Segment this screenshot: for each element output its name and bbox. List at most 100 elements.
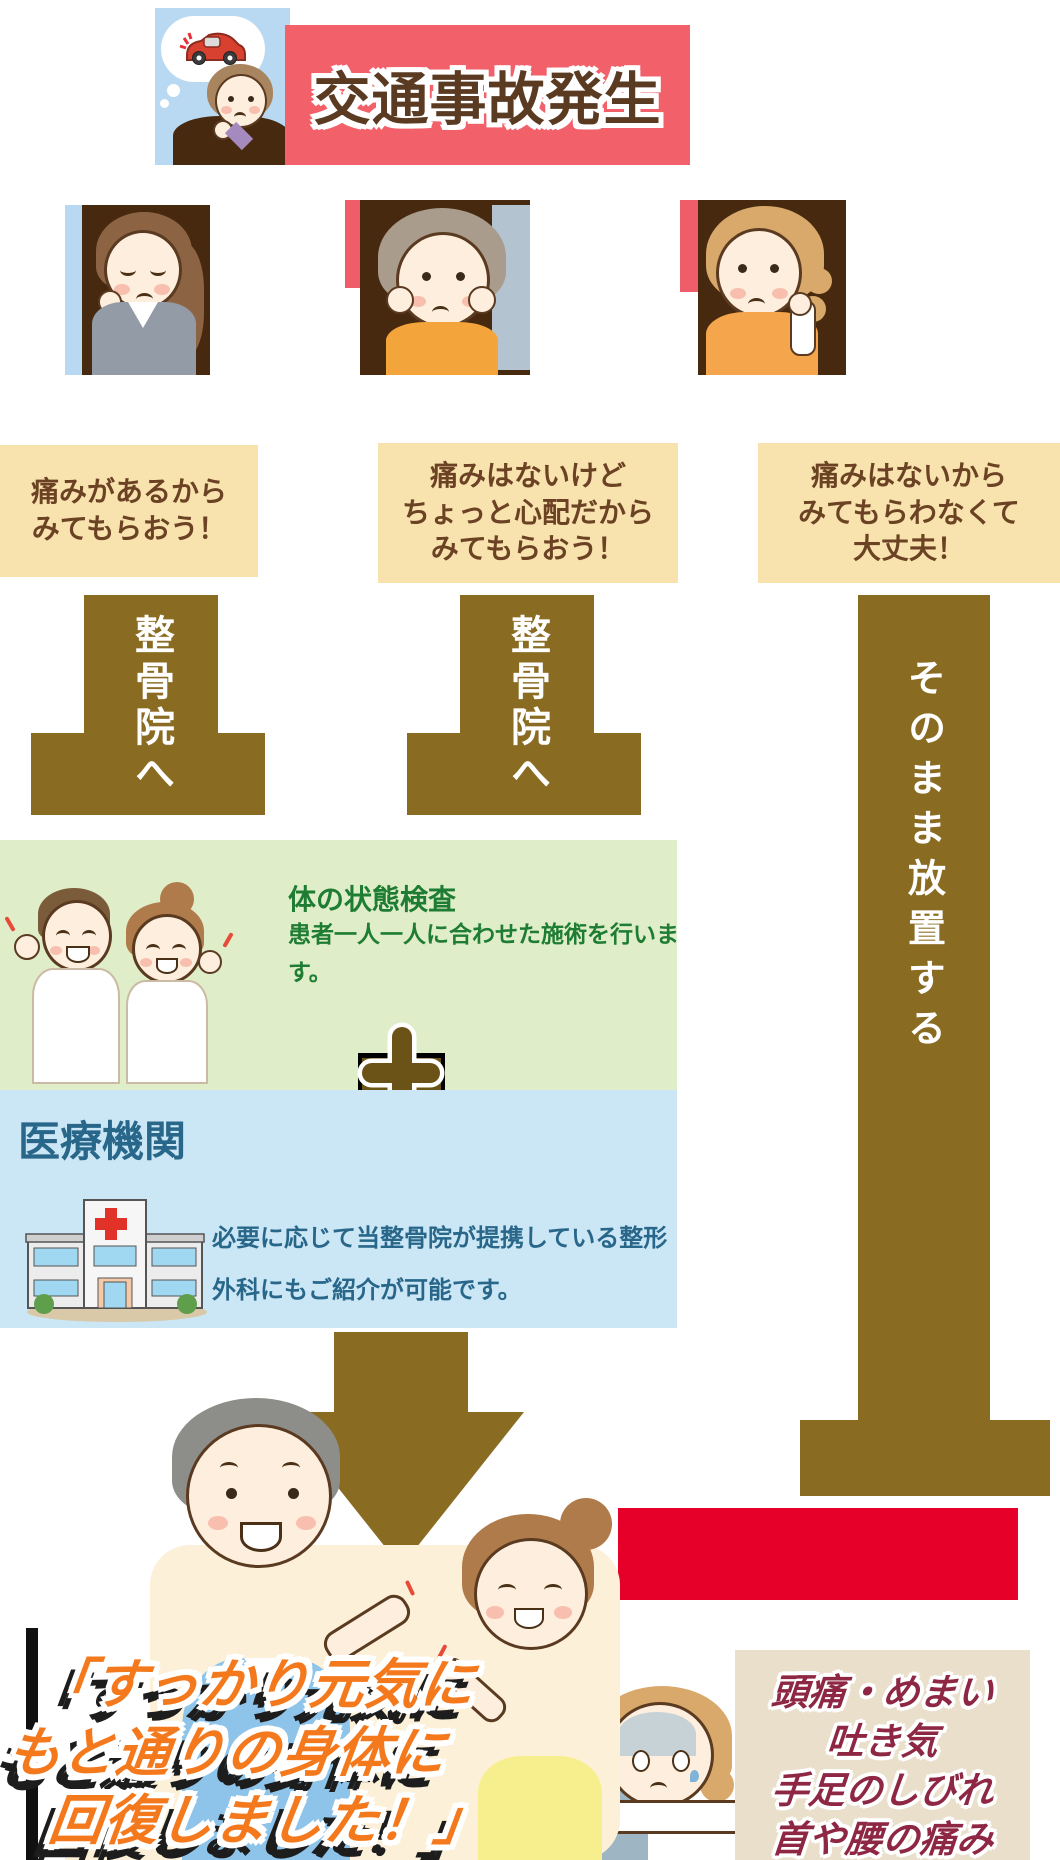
- arrow-to-clinic-1-base: [31, 733, 265, 815]
- clinic-body-line: 患者一人一人に合わせた施術を行いま: [288, 922, 679, 948]
- frown-mouth: [650, 1782, 667, 1795]
- bubble-line: ちょっと心配だから: [401, 495, 654, 529]
- brow: [220, 1462, 238, 1474]
- medical-body-line: 必要に応じて当整骨院が提携している整形: [212, 1224, 668, 1252]
- frown-mouth: [432, 306, 449, 319]
- blush: [50, 946, 62, 955]
- medical-body: 必要に応じて当整骨院が提携している整形 外科にもご紹介が可能です。: [212, 1212, 667, 1316]
- header-banner: 交通事故発生: [285, 25, 690, 165]
- bubble-line: 痛みはないけど: [429, 458, 626, 492]
- clinic-heading: 体の状態検査: [288, 883, 457, 916]
- symptoms-red-banner: [618, 1508, 1018, 1600]
- neglect-bar: [858, 595, 990, 1420]
- blush: [208, 1516, 228, 1530]
- medical-body-line: 外科にもご紹介が可能です。: [212, 1276, 522, 1304]
- happy-eye: [82, 930, 96, 942]
- staff-woman-uniform: [126, 980, 208, 1084]
- open-smile: [66, 946, 90, 963]
- fist: [14, 934, 40, 960]
- tear-drop: [690, 1770, 699, 1782]
- bubble-line: みてもらおう！: [430, 532, 626, 566]
- blush: [88, 946, 100, 955]
- gloom-shading: [618, 1712, 696, 1756]
- grandpa-shirt: [182, 1658, 350, 1860]
- blush: [249, 106, 260, 114]
- symptom-line: 吐き気: [825, 1720, 940, 1763]
- speech-bubble-worried: 痛みはないけど ちょっと心配だから みてもらおう！: [378, 443, 678, 583]
- arrow-label: 整骨院へ: [504, 614, 550, 798]
- eye: [288, 1488, 299, 1499]
- open-smile: [156, 958, 178, 974]
- blush: [410, 296, 426, 307]
- bubble-line: 痛みはないから: [810, 458, 1007, 492]
- happy-eye: [172, 944, 186, 956]
- frown-mouth: [748, 298, 765, 311]
- frown-mouth: [234, 112, 246, 122]
- closed-eye: [120, 264, 136, 276]
- speech-bubble-pain: 痛みがあるから みてもらおう！: [0, 445, 258, 577]
- hand: [468, 286, 496, 314]
- clinic-body-line: す。: [288, 960, 332, 986]
- arrow-label: 整骨院へ: [128, 614, 174, 798]
- medical-title: 医療機関: [18, 1117, 187, 1166]
- symptoms-box: 頭痛・めまい 吐き気 手足のしびれ 首や腰の痛み: [735, 1650, 1030, 1860]
- header-illustration: [155, 8, 290, 165]
- blush: [296, 1516, 316, 1530]
- eye: [456, 272, 465, 281]
- hospital-icon: [25, 1199, 207, 1322]
- girl-shirt: [478, 1756, 602, 1860]
- girl-face: [474, 1538, 588, 1650]
- symptom-line: 首や腰の痛み: [769, 1818, 996, 1860]
- open-smile: [240, 1522, 282, 1552]
- arrow-to-clinic-1-stem: [84, 595, 218, 735]
- eye: [248, 96, 254, 102]
- crying-eye: [632, 1750, 650, 1772]
- symptom-line: 頭痛・めまい: [769, 1671, 996, 1714]
- eye: [770, 264, 779, 273]
- speech-bubble-no-pain: 痛みはないから みてもらわなくて 大丈夫！: [758, 443, 1060, 583]
- eye: [738, 264, 747, 273]
- thought-cloud-dot: [167, 84, 180, 97]
- blush: [221, 106, 232, 114]
- recovery-line: 回復しました！」: [45, 1789, 494, 1852]
- woman3-bun-curl: [806, 268, 832, 294]
- blush: [554, 1606, 572, 1619]
- woman1-collar: [128, 302, 158, 328]
- blush: [114, 284, 130, 295]
- crashed-car-icon: [179, 32, 246, 65]
- symptom-line: 手足のしびれ: [769, 1769, 996, 1812]
- closed-eye: [150, 264, 166, 276]
- bubble-line: みてもらわなくて: [798, 495, 1020, 529]
- page-title: 交通事故発生: [313, 67, 662, 133]
- frown-mouth: [136, 293, 153, 306]
- blush: [154, 284, 170, 295]
- bubble-line: 痛みがあるから: [30, 475, 227, 509]
- woman2-sweater: [386, 322, 498, 375]
- happy-eye: [544, 1584, 562, 1596]
- crying-eye: [672, 1750, 690, 1772]
- staff-man-uniform: [32, 968, 120, 1084]
- eye: [226, 1488, 237, 1499]
- blush: [140, 958, 152, 967]
- open-smile: [514, 1608, 544, 1629]
- blush: [730, 288, 746, 299]
- grandpa-collar: [244, 1658, 284, 1688]
- bubble-line: 大丈夫！: [852, 532, 965, 566]
- brow: [282, 1462, 300, 1474]
- neglect-bar-base: [800, 1420, 1050, 1496]
- blush: [486, 1606, 504, 1619]
- blush: [180, 958, 192, 967]
- happy-eye: [56, 930, 70, 942]
- recovery-left-bar: [26, 1628, 38, 1860]
- happy-eye: [146, 944, 160, 956]
- arrow-to-clinic-2-base: [407, 733, 641, 815]
- happy-eye: [498, 1584, 516, 1596]
- eye: [422, 272, 431, 281]
- arrow-label: そのまま放置する: [901, 658, 946, 1058]
- hand: [386, 286, 414, 314]
- fist: [198, 950, 222, 974]
- eye: [228, 96, 234, 102]
- hand: [788, 292, 812, 316]
- thought-cloud-dot: [160, 99, 169, 108]
